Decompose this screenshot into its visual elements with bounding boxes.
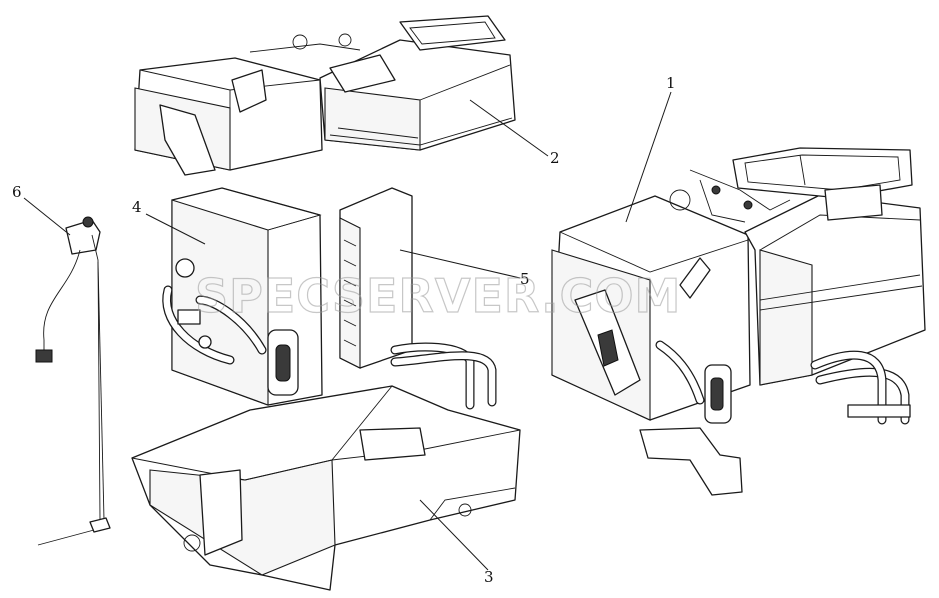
callout-6: 6	[12, 183, 22, 201]
callout-2: 2	[550, 149, 560, 167]
sensor-part	[35, 216, 111, 546]
callout-5: 5	[520, 270, 530, 288]
lower-case-part	[131, 385, 521, 591]
leader-4	[145, 213, 206, 245]
evaporator-part	[339, 187, 497, 410]
callout-4: 4	[132, 198, 142, 216]
leader-3	[419, 499, 489, 571]
leader-5	[399, 249, 521, 279]
leader-6	[23, 197, 71, 236]
callout-3: 3	[484, 568, 494, 586]
callout-1: 1	[666, 74, 676, 92]
leader-2	[469, 99, 549, 157]
callout-labels: 1 2 3 4 5 6	[12, 74, 676, 586]
leader-1	[625, 91, 672, 223]
heater-core-part	[162, 187, 323, 406]
watermark-text: SPECSERVER.COM	[195, 269, 681, 323]
assembled-hvac-part	[551, 147, 926, 496]
leader-lines	[23, 91, 672, 571]
upper-housing-part	[134, 15, 516, 176]
